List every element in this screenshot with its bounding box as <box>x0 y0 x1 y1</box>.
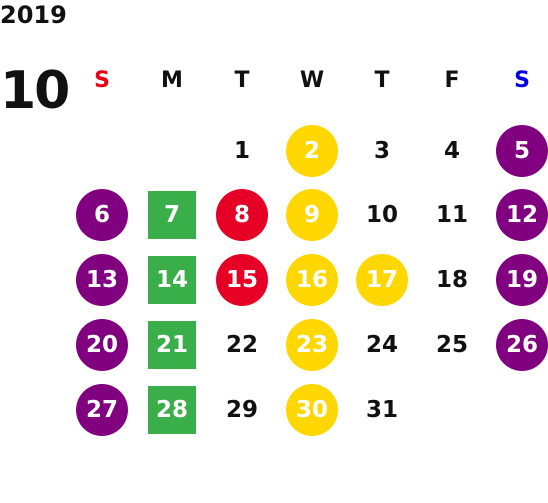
day-cell-17[interactable]: 17 <box>356 254 408 306</box>
day-cell-14[interactable]: 14 <box>148 256 196 304</box>
day-cell-16[interactable]: 16 <box>286 254 338 306</box>
day-cell-24[interactable]: 24 <box>365 332 398 358</box>
day-cell-10[interactable]: 10 <box>365 202 398 228</box>
day-cell-13[interactable]: 13 <box>76 254 128 306</box>
day-cell-30[interactable]: 30 <box>286 384 338 436</box>
day-cell-26[interactable]: 26 <box>496 319 548 371</box>
day-cell-3[interactable]: 3 <box>373 138 390 164</box>
day-cell-5[interactable]: 5 <box>496 125 548 177</box>
day-cell-25[interactable]: 25 <box>435 332 468 358</box>
calendar-month: 10 <box>0 61 70 121</box>
weekday-sunday: S <box>94 68 110 93</box>
day-cell-21[interactable]: 21 <box>148 321 196 369</box>
day-cell-11[interactable]: 11 <box>435 202 468 228</box>
day-cell-31[interactable]: 31 <box>365 397 398 423</box>
day-cell-29[interactable]: 29 <box>225 397 258 423</box>
day-cell-22[interactable]: 22 <box>225 332 258 358</box>
day-cell-9[interactable]: 9 <box>286 189 338 241</box>
day-cell-6[interactable]: 6 <box>76 189 128 241</box>
weekday-friday: F <box>444 68 460 93</box>
weekday-monday: M <box>161 68 183 93</box>
day-cell-7[interactable]: 7 <box>148 191 196 239</box>
day-cell-19[interactable]: 19 <box>496 254 548 306</box>
day-cell-12[interactable]: 12 <box>496 189 548 241</box>
weekday-tuesday: T <box>234 68 250 93</box>
day-cell-2[interactable]: 2 <box>286 125 338 177</box>
day-cell-4[interactable]: 4 <box>443 138 460 164</box>
day-cell-18[interactable]: 18 <box>435 267 468 293</box>
day-cell-23[interactable]: 23 <box>286 319 338 371</box>
weekday-saturday: S <box>514 68 530 93</box>
day-cell-27[interactable]: 27 <box>76 384 128 436</box>
calendar-year: 2019 <box>0 1 67 29</box>
day-cell-20[interactable]: 20 <box>76 319 128 371</box>
day-cell-28[interactable]: 28 <box>148 386 196 434</box>
weekday-thursday: T <box>374 68 390 93</box>
day-cell-8[interactable]: 8 <box>216 189 268 241</box>
weekday-wednesday: W <box>299 68 325 93</box>
day-cell-15[interactable]: 15 <box>216 254 268 306</box>
day-cell-1[interactable]: 1 <box>233 138 250 164</box>
